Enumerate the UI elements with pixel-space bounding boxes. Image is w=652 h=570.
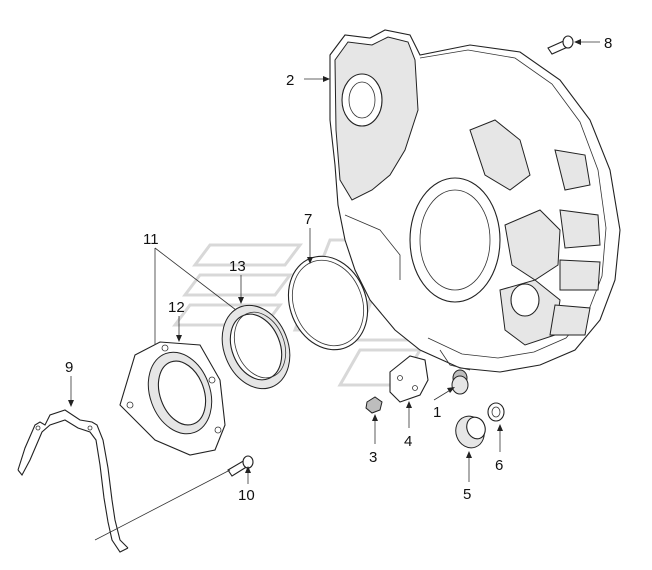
seal-carrier-part-12 [119,341,226,456]
label-1: 1 [433,404,441,421]
nut-part-3 [365,396,383,414]
flywheel-housing [329,29,621,387]
label-10: 10 [238,487,255,504]
label-9: 9 [65,359,73,376]
label-7: 7 [304,211,312,228]
washer-part-6 [487,402,505,422]
label-5: 5 [463,486,471,503]
label-2: 2 [286,72,294,89]
label-6: 6 [495,457,503,474]
plug-part-1 [451,375,469,395]
label-4: 4 [404,433,412,450]
o-ring-part-7 [287,255,369,351]
label-12: 12 [168,299,185,316]
rear-seal-part-13 [221,304,291,390]
label-3: 3 [369,449,377,466]
gasket-part-9 [17,409,129,553]
plug-part-5 [455,415,486,449]
label-13: 13 [229,258,246,275]
label-11: 11 [143,231,159,248]
label-8: 8 [604,35,612,52]
callout-labels: 1 2 3 4 5 6 7 8 9 10 11 12 13 [65,35,612,504]
leader-lines [68,39,600,541]
cover-plate-part-4 [389,355,429,403]
bolt-part-8 [547,35,574,55]
